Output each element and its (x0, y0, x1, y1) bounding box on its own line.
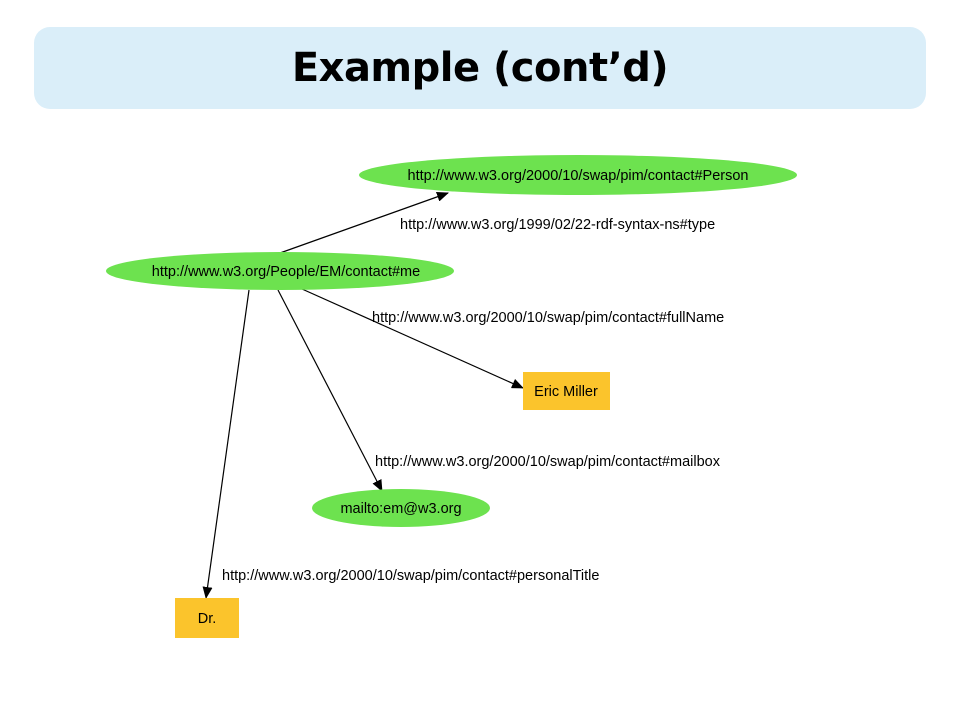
node-person-shape (359, 155, 797, 195)
node-person-label: http://www.w3.org/2000/10/swap/pim/conta… (408, 168, 749, 184)
node-me: http://www.w3.org/People/EM/contact#me (106, 252, 454, 290)
node-mailbox-label: mailto:em@w3.org (340, 501, 461, 517)
node-eric-shape (523, 372, 610, 410)
edge-personaltitle-label: http://www.w3.org/2000/10/swap/pim/conta… (222, 568, 599, 584)
node-mailbox-shape (312, 489, 490, 527)
edge-type-label: http://www.w3.org/1999/02/22-rdf-syntax-… (400, 217, 715, 233)
edge-mailbox-line (277, 289, 383, 492)
edges (202, 191, 524, 599)
edge-fullname-line (301, 288, 524, 389)
node-mailbox: mailto:em@w3.org (312, 489, 490, 527)
node-person: http://www.w3.org/2000/10/swap/pim/conta… (359, 155, 797, 195)
node-dr-shape (175, 598, 239, 638)
node-dr: Dr. (175, 598, 239, 638)
title-banner: Example (cont’d) (34, 27, 926, 109)
node-me-shape (106, 252, 454, 290)
edge-mailbox-label: http://www.w3.org/2000/10/swap/pim/conta… (375, 454, 721, 470)
edge-labels: http://www.w3.org/1999/02/22-rdf-syntax-… (222, 217, 724, 584)
edge-type-line (279, 191, 449, 254)
edge-fullname-label: http://www.w3.org/2000/10/swap/pim/conta… (372, 310, 724, 326)
slide-title: Example (cont’d) (291, 45, 669, 91)
edge-personaltitle-line (202, 289, 250, 599)
node-dr-label: Dr. (198, 611, 217, 627)
node-me-label: http://www.w3.org/People/EM/contact#me (152, 264, 420, 280)
node-eric: Eric Miller (523, 372, 610, 410)
node-eric-label: Eric Miller (534, 384, 598, 400)
